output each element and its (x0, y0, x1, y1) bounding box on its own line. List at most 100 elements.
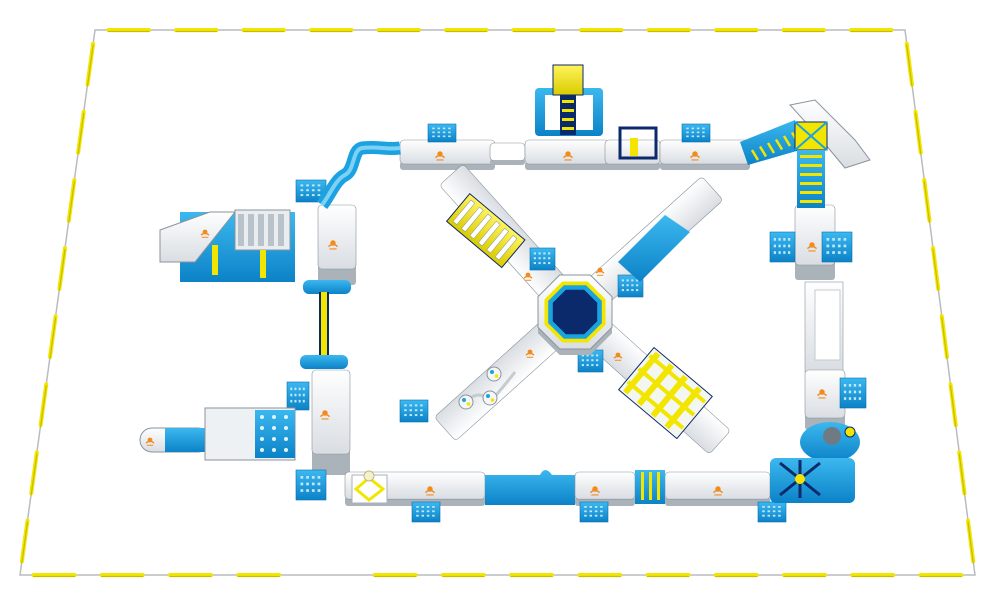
frame-ladder-rung (562, 118, 574, 121)
climb-hold (260, 415, 264, 419)
slide-post (212, 245, 218, 275)
anchor-pad-dot (300, 489, 304, 492)
anchor-pad-dot (773, 251, 776, 254)
octagon-trampoline-icon (537, 274, 613, 355)
net-step (477, 220, 501, 247)
anchor-pad-dot (686, 135, 689, 138)
ball-spot (490, 370, 494, 374)
anchor-pad-dot (311, 476, 315, 479)
logo-text-bar (329, 248, 337, 250)
anchor-pad-dot (311, 184, 315, 187)
anchor-pad-dot (306, 184, 309, 187)
logo-wave (434, 154, 446, 159)
bottom-walkway-2 (574, 471, 636, 506)
top-gate (618, 126, 658, 160)
boundary-buoy-shadow (906, 44, 913, 87)
anchor-pad-dot (837, 251, 841, 254)
top-connector (489, 142, 526, 165)
climb-hold (260, 448, 264, 452)
slide-tube-band (165, 428, 210, 452)
anchor-pad-dot (848, 384, 852, 387)
anchor-pad-left-3 (295, 469, 327, 501)
orange-mascot-logo-icon (327, 240, 339, 250)
anchor-pad-hub-4 (399, 399, 429, 423)
anchor-pad-dot (591, 354, 594, 357)
anchor-pad-dot (302, 387, 305, 391)
anchor-pad-dot (432, 135, 435, 138)
anchor-pad-dot (773, 238, 776, 241)
anchor-pad-dot (691, 127, 695, 130)
anchor-pad-dot (300, 184, 304, 187)
logo-text-bar (526, 356, 534, 358)
anchor-pad-dot (778, 506, 781, 508)
orange-mascot-logo-icon (712, 486, 724, 496)
orange-mascot-logo-icon (589, 486, 601, 496)
logo-text-bar (436, 159, 444, 161)
stair-ramp (740, 120, 800, 165)
anchor-pad-dot (317, 184, 321, 187)
climb-hold (284, 415, 288, 419)
climb-hold (260, 437, 264, 441)
anchor-pad-dot (772, 506, 776, 508)
anchor-pad-dot (591, 364, 594, 367)
anchor-pad-bottom-1 (411, 501, 441, 523)
anchor-pad-dot (581, 364, 584, 367)
orange-mascot-logo-icon (523, 272, 533, 281)
anchor-pad-dot (533, 257, 536, 260)
anchor-pad-dot (843, 384, 847, 387)
cage-rail (626, 380, 685, 430)
climb-hold (284, 426, 288, 430)
climb-hold (260, 426, 264, 430)
anchor-pad-dot (843, 390, 847, 394)
anchor-pad-dot (584, 510, 587, 513)
orange-mascot-logo-icon (816, 389, 828, 399)
tower-rung (800, 173, 822, 176)
anchor-pad-dot (421, 506, 425, 508)
ball-spot (462, 398, 466, 402)
spotted-ball-icon (458, 394, 474, 410)
logo-wave (424, 489, 436, 494)
orange-mascot-logo-icon (525, 349, 535, 358)
frame-ladder (560, 95, 576, 135)
bottom-right-pod (770, 422, 860, 503)
beam-post-stripe (321, 292, 327, 362)
anchor-pad-dot (298, 393, 301, 397)
top-climb-frame (535, 64, 603, 136)
anchor-pad-bottom-2 (579, 501, 609, 523)
logo-text-bar (321, 418, 329, 420)
logo-group (145, 151, 828, 496)
balance-beam (300, 280, 351, 369)
boundary-buoy-shadow (941, 317, 948, 360)
orange-mascot-logo-icon (424, 486, 436, 496)
anchor-pad-dot (298, 387, 301, 391)
anchor-pad-dot (311, 194, 315, 197)
logo-wave (145, 440, 155, 444)
anchor-pad-dot (317, 489, 321, 492)
logo-text-bar (591, 494, 599, 496)
stair-step (758, 145, 768, 158)
slide-stair-step (258, 214, 264, 246)
wavy-walkway-highlight (320, 145, 401, 207)
anchor-pad-dot (420, 409, 423, 412)
net-step (469, 213, 493, 240)
anchor-pad-dot (290, 399, 293, 403)
logo-text-bar (714, 494, 722, 496)
anchor-pad-dot (589, 514, 593, 517)
anchor-pad-dot (306, 489, 309, 492)
anchor-pad-dot (848, 397, 852, 400)
climb-cage-lower (617, 346, 713, 440)
anchor-pad-dot (302, 399, 305, 403)
frame-ladder-rung (562, 127, 574, 130)
anchor-pad-dot (858, 384, 862, 387)
left-walkway-upper (317, 204, 357, 285)
net-step (461, 206, 484, 233)
feature-group (139, 64, 871, 504)
boundary-buoy-shadow (21, 521, 29, 564)
ball-body (486, 366, 502, 382)
tower-rung (800, 200, 822, 203)
logo-wave (523, 275, 533, 279)
anchor-pad-dot (533, 252, 536, 255)
segment-top (574, 471, 636, 500)
anchor-pad-dot (543, 252, 546, 255)
anchor-pad-hub-2 (617, 274, 644, 298)
